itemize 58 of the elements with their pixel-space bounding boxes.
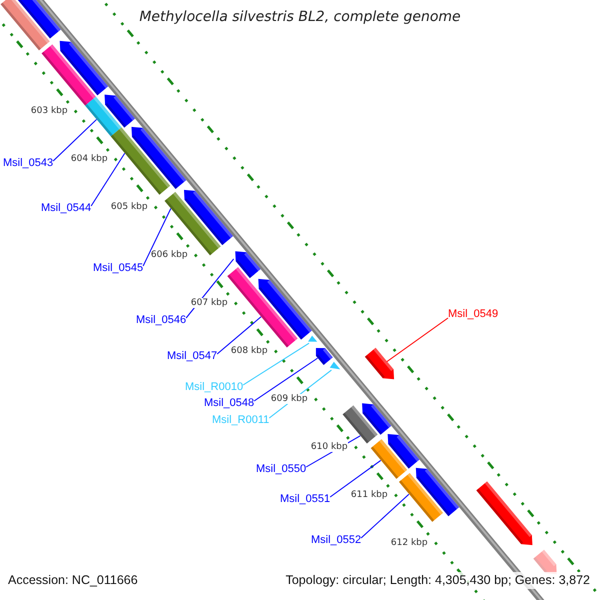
- scale-label: 610 kbp: [310, 442, 348, 452]
- gene-feature: [258, 278, 312, 340]
- gene-block: [370, 439, 408, 479]
- gene-feature: [104, 94, 136, 128]
- gene-label: Msil_0548: [204, 397, 254, 410]
- gene-feature: [416, 468, 460, 516]
- scale-label: 606 kbp: [150, 250, 188, 260]
- gene-label: Msil_0543: [3, 157, 54, 170]
- gene-feature: [60, 40, 108, 96]
- gene-feature: [235, 251, 261, 278]
- gene-label: Msil_0546: [136, 314, 186, 327]
- gene-label: Msil_0550: [256, 463, 306, 476]
- gene-block: [398, 472, 444, 522]
- gene-label: Msil_R0011: [212, 414, 270, 427]
- scale-label: 604 kbp: [70, 154, 108, 164]
- gene-block: [227, 267, 298, 348]
- gene-block: [85, 96, 122, 136]
- leader-line: [360, 494, 410, 538]
- gene-feature: [184, 190, 234, 246]
- gene-feature: [533, 550, 557, 574]
- scale-label: 603 kbp: [30, 106, 68, 116]
- rna-marker: [330, 362, 340, 370]
- scale-label: 607 kbp: [190, 298, 228, 308]
- scale-label: 605 kbp: [110, 202, 148, 212]
- leader-line: [216, 316, 262, 354]
- leader-line: [242, 342, 310, 386]
- gene-feature: [476, 481, 532, 546]
- gene-feature: [131, 126, 186, 190]
- genome-summary-text: Topology: circular; Length: 4,305,430 bp; Genes: 3,872: [284, 572, 592, 589]
- scale-label: 611 kbp: [350, 490, 388, 500]
- leader-line: [142, 208, 172, 266]
- rna-marker: [308, 336, 318, 342]
- leader-line: [330, 460, 382, 498]
- accession-text: Accession: NC_011666: [6, 572, 140, 589]
- gene-block: [0, 0, 50, 50]
- gene-label: Msil_0552: [311, 534, 362, 547]
- gene-label: Msil_0549: [448, 308, 498, 321]
- scale-label: 608 kbp: [230, 346, 268, 356]
- gene-feature: [362, 403, 392, 435]
- gene-feature: [364, 348, 394, 380]
- title: Methylocella silvestris BL2, complete genome: [138, 9, 462, 25]
- leader-line: [254, 358, 318, 402]
- gene-feature: [388, 434, 420, 469]
- leader-line: [386, 318, 448, 362]
- gene-label: Msil_0547: [167, 350, 218, 363]
- gene-label: Msil_0545: [93, 262, 144, 275]
- scale-label: 609 kbp: [270, 394, 308, 404]
- scale-label: 612 kbp: [390, 538, 428, 548]
- gene-block: [42, 44, 96, 106]
- gene-feature: [316, 348, 333, 366]
- gene-label: Msil_0544: [41, 202, 92, 215]
- gene-block: [342, 405, 378, 444]
- gene-label: Msil_R0010: [185, 381, 244, 394]
- gene-block: [110, 127, 170, 195]
- gene-feature: [17, 0, 61, 39]
- leader-line: [90, 152, 126, 206]
- gene-label: Msil_0551: [280, 493, 330, 506]
- leader-line: [52, 118, 98, 162]
